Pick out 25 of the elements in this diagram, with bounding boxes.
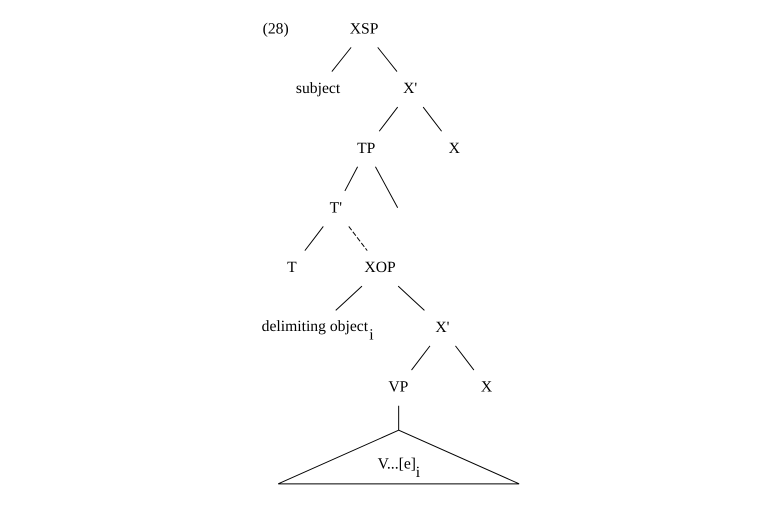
- node-text: XSP: [349, 20, 378, 38]
- connector: [348, 226, 368, 252]
- node-text: VP: [388, 378, 408, 396]
- connector: [344, 166, 358, 192]
- node-text: subject: [295, 80, 340, 98]
- connector: [330, 46, 352, 72]
- label: (28): [262, 20, 288, 38]
- connector: [334, 286, 362, 311]
- node-text: X: [480, 378, 492, 396]
- connector: [454, 345, 474, 371]
- node-text: X': [434, 318, 449, 336]
- connector: [374, 166, 398, 208]
- connector: [422, 106, 442, 132]
- connector: [398, 405, 399, 431]
- node-text: X': [402, 80, 417, 98]
- connector: [397, 286, 424, 311]
- node-text: TP: [356, 140, 375, 157]
- connector: [378, 106, 398, 132]
- connector: [376, 46, 397, 72]
- connector: [304, 226, 324, 252]
- node-text: T': [329, 200, 342, 216]
- node-text: XOP: [364, 259, 396, 276]
- node-text: X: [448, 140, 460, 157]
- connector: [410, 345, 430, 371]
- node-text: T: [286, 259, 296, 276]
